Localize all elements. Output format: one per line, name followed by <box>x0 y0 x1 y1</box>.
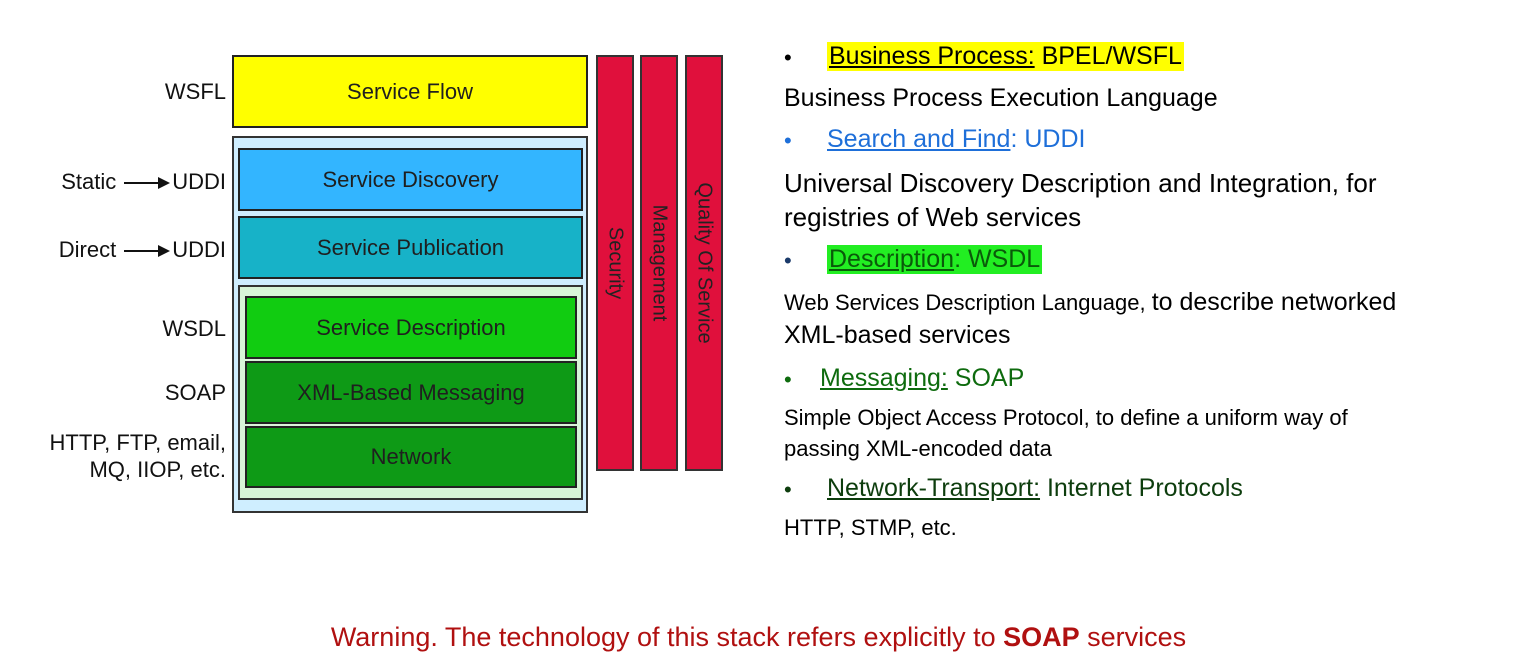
warning-note: Warning. The technology of this stack re… <box>0 622 1517 653</box>
business-process-value: BPEL/WSFL <box>1034 42 1182 70</box>
label-uddi-direct: UDDI <box>172 237 226 262</box>
label-static-uddi: Static UDDI <box>61 169 226 195</box>
business-process-heading: Business Process: BPEL/WSFL <box>827 42 1184 71</box>
search-heading: Search and Find: UDDI <box>827 125 1085 154</box>
description-desc-2: XML-based services <box>784 321 1011 349</box>
network-value: Internet Protocols <box>1040 474 1243 502</box>
bar-quality-of-service: Quality Of Service <box>685 55 723 471</box>
description-heading: Description: WSDL <box>827 245 1043 274</box>
label-transport-2: MQ, IIOP, etc. <box>89 457 226 482</box>
business-process-desc: Business Process Execution Language <box>784 84 1218 112</box>
bullet: • <box>784 45 792 70</box>
messaging-desc-1: Simple Object Access Protocol, to define… <box>784 405 1348 430</box>
bar-management-label: Management <box>648 204 671 322</box>
bullet: • <box>784 128 792 153</box>
label-transport-1: HTTP, FTP, email, <box>49 430 226 455</box>
bullet: • <box>784 248 792 273</box>
description-desc-large: to describe networked <box>1151 288 1397 316</box>
messaging-value: SOAP <box>947 364 1025 392</box>
bullet: • <box>784 367 792 392</box>
search-link[interactable]: Search and Find <box>827 125 1011 153</box>
description-value: : WSDL <box>954 245 1041 273</box>
business-process-link[interactable]: Business Process: <box>829 42 1035 70</box>
description-link[interactable]: Description <box>829 245 955 273</box>
search-value: : UDDI <box>1010 125 1086 153</box>
description-desc-small: Web Services Description Language, <box>784 290 1152 315</box>
layer-network: Network <box>245 426 577 488</box>
search-desc-1: Universal Discovery Description and Inte… <box>784 168 1377 198</box>
layer-service-flow: Service Flow <box>232 55 588 128</box>
network-desc: HTTP, STMP, etc. <box>784 515 957 540</box>
bar-management: Management <box>640 55 678 471</box>
layer-service-discovery: Service Discovery <box>238 148 583 211</box>
layer-service-publication: Service Publication <box>238 216 583 279</box>
label-wsfl: WSFL <box>164 79 226 104</box>
label-soap: SOAP <box>164 380 226 405</box>
bar-security: Security <box>596 55 634 471</box>
layer-xml-messaging: XML-Based Messaging <box>245 361 577 424</box>
messaging-desc-2: passing XML-encoded data <box>784 436 1052 461</box>
warning-suffix: services <box>1079 622 1187 652</box>
arrow-right-icon <box>124 245 171 258</box>
label-uddi-static: UDDI <box>172 169 226 194</box>
network-link[interactable]: Network-Transport: <box>827 474 1041 502</box>
bar-qos-label: Quality Of Service <box>693 182 716 344</box>
layer-service-description: Service Description <box>245 296 577 359</box>
label-wsdl: WSDL <box>162 316 226 341</box>
network-heading: Network-Transport: Internet Protocols <box>827 474 1243 503</box>
warning-prefix: Warning. The technology of this stack re… <box>330 622 1004 652</box>
label-static: Static <box>61 169 117 194</box>
search-desc-2: registries of Web services <box>784 202 1082 232</box>
arrow-right-icon <box>124 177 171 190</box>
messaging-heading: Messaging: SOAP <box>820 364 1024 393</box>
messaging-link[interactable]: Messaging: <box>820 364 948 392</box>
warning-bold: SOAP <box>1003 622 1080 652</box>
bullet: • <box>784 477 792 502</box>
label-direct-uddi: Direct UDDI <box>59 237 226 263</box>
label-direct: Direct <box>58 237 117 262</box>
bar-security-label: Security <box>604 226 627 300</box>
description-desc-1: Web Services Description Language, to de… <box>784 288 1396 317</box>
